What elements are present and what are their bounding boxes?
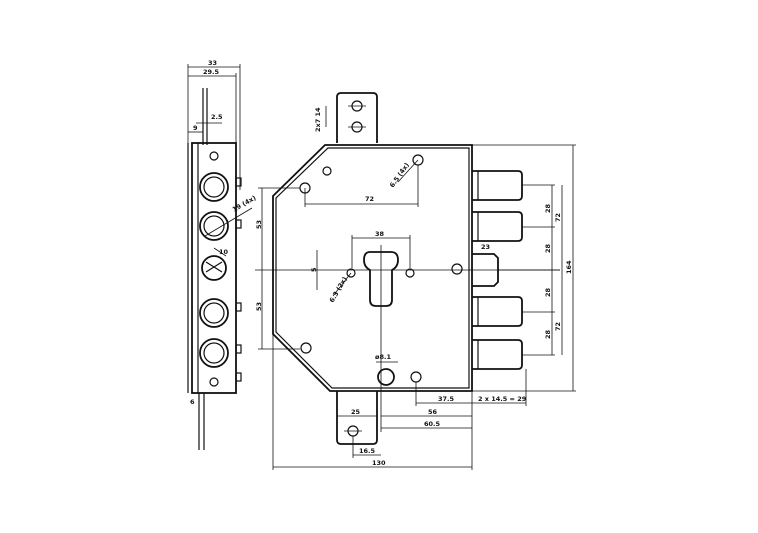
body-hole xyxy=(410,371,422,383)
dim-10: 10 xyxy=(219,248,229,256)
dim-38: 38 xyxy=(375,230,385,238)
bolt-hole xyxy=(199,172,229,202)
top-mount-tab xyxy=(336,92,378,143)
dim-16-5: 16.5 xyxy=(359,447,376,455)
latch-icon xyxy=(201,255,227,281)
dim-6-5: 6.5 (4x) xyxy=(388,161,411,189)
dim-5: 5 xyxy=(310,267,318,272)
dim-53-lower: 53 xyxy=(255,302,263,311)
dim-2x14-5: 2 x 14.5 = 29 xyxy=(478,395,527,403)
dim-2-5: 2.5 xyxy=(211,113,223,121)
dim-28-d: 28 xyxy=(544,329,552,339)
lock-body xyxy=(272,144,473,392)
dim-23: 23 xyxy=(481,243,490,251)
bolt-inner xyxy=(203,302,225,324)
dim-53-upper: 53 xyxy=(255,220,263,229)
body-hole xyxy=(322,166,332,176)
bolt xyxy=(472,170,523,201)
faceplate xyxy=(191,142,237,394)
dim-28-a: 28 xyxy=(544,203,552,213)
dim-72-right-b: 72 xyxy=(554,322,562,331)
bolt xyxy=(472,296,523,327)
dim-25: 25 xyxy=(351,408,361,416)
follower-hole xyxy=(377,368,395,386)
bolt-inner xyxy=(203,342,225,364)
bolt-inner xyxy=(203,215,225,237)
bolt-inner xyxy=(203,176,225,198)
bolt-group: 23 xyxy=(472,170,523,370)
bolt-hole xyxy=(199,298,229,328)
dim-19: 19 (4x) xyxy=(231,194,258,214)
dim-2x14: 2x7 14 xyxy=(314,107,322,132)
dim-33: 33 xyxy=(208,59,217,67)
bolt-hole xyxy=(199,338,229,368)
dim-60-5: 60.5 xyxy=(424,420,441,428)
screw-icon xyxy=(209,151,219,161)
leader xyxy=(397,159,419,183)
dim-28-b: 28 xyxy=(544,243,552,253)
dim-37-5: 37.5 xyxy=(438,395,455,403)
leader xyxy=(213,247,227,257)
dim-6: 6 xyxy=(190,398,195,406)
bolt-hole xyxy=(199,211,229,241)
lock-body-inner xyxy=(275,147,470,389)
dim-6-3: 6.3 (2x) xyxy=(328,275,349,304)
side-view: 33 29.5 2.5 9 10 xyxy=(187,59,258,450)
dim-8-1: ø8.1 xyxy=(375,353,391,361)
tab xyxy=(235,219,242,229)
dim-28-c: 28 xyxy=(544,287,552,297)
body-hole xyxy=(451,263,463,275)
dim-130: 130 xyxy=(372,459,386,467)
body-hole xyxy=(346,268,356,278)
bottom-mount-tab xyxy=(336,391,378,445)
tab xyxy=(235,344,242,354)
body-hole xyxy=(300,342,312,354)
body-hole xyxy=(405,268,415,278)
latch-cross xyxy=(205,261,223,273)
bolt xyxy=(472,211,523,242)
leader xyxy=(204,207,253,237)
key-cylinder xyxy=(363,251,399,307)
tab xyxy=(235,372,242,382)
dim-56: 56 xyxy=(428,408,438,416)
bolt xyxy=(472,339,523,370)
screw-icon xyxy=(209,377,219,387)
dim-72-right-a: 72 xyxy=(554,213,562,222)
dim-9: 9 xyxy=(193,124,198,132)
leader xyxy=(332,272,352,297)
tab xyxy=(235,177,242,187)
dim-72-top: 72 xyxy=(365,195,374,203)
dim-164: 164 xyxy=(565,260,573,274)
front-view: 2x7 14 6.5 (4x) 72 53 53 xyxy=(255,92,576,470)
dim-29-5: 29.5 xyxy=(203,68,220,76)
tab xyxy=(235,302,242,312)
